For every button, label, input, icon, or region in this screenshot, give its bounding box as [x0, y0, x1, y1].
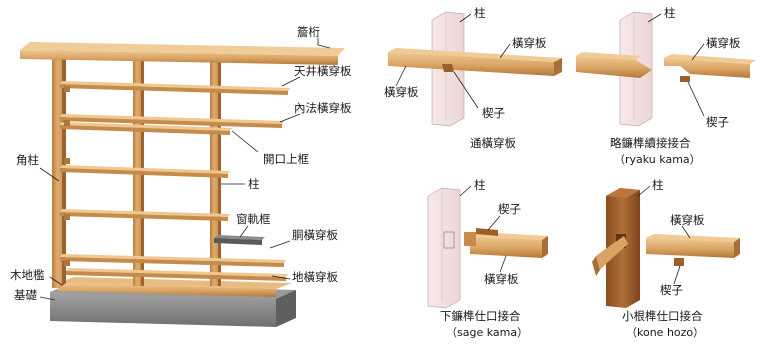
detail-ryaku-kama: 柱 橫穿板 楔子 略鐮榫續接接合 （ryaku kama） [576, 6, 756, 166]
ceiling-nuki [60, 81, 290, 95]
nuki-board-1 [388, 48, 562, 76]
caption-d3-romaji: （sage kama） [446, 326, 528, 339]
caption-d3: 下鐮榫仕口接合 [440, 309, 521, 323]
wedge-4 [674, 258, 684, 266]
caption-d2-romaji: （ryaku kama） [614, 153, 701, 166]
label-foundation: 基礎 [14, 288, 37, 302]
ground-nuki [66, 268, 288, 281]
label-d4-nuki: 橫穿板 [670, 213, 705, 227]
lintel-nuki [60, 114, 284, 128]
middle-nuki-1 [60, 165, 230, 178]
window-rail [214, 235, 265, 245]
label-d1-post: 柱 [474, 6, 486, 20]
label-d2-wedge: 楔子 [706, 115, 729, 129]
label-d3-nuki: 橫穿板 [484, 272, 519, 286]
label-lintel-nuki: 內法橫穿板 [294, 101, 352, 115]
label-waist-nuki: 胴橫穿板 [292, 228, 338, 242]
label-d1-wedge: 楔子 [482, 106, 505, 120]
wedge-1 [442, 64, 454, 72]
wedge-3 [476, 228, 498, 236]
eave-beam [20, 42, 345, 65]
caption-d4-romaji: （kone hozo） [626, 326, 704, 339]
wall-frame: 簷桁 天井橫穿板 內法橫穿板 開口上框 柱 角柱 窗軌框 胴橫穿板 地橫穿板 木… [10, 25, 352, 327]
label-opening-head-frame: 開口上框 [263, 152, 309, 166]
label-post: 柱 [248, 177, 260, 191]
label-ground-nuki: 地橫穿板 [292, 270, 338, 284]
nuki-right-piece [664, 54, 756, 78]
detail-through-nuki: 柱 橫穿板 橫穿板 楔子 通橫穿板 [384, 6, 562, 150]
caption-d4: 小根榫仕口接合 [622, 309, 703, 323]
corner-wedges [64, 86, 70, 266]
waist-nuki [60, 254, 286, 267]
ghost-post-3 [427, 187, 461, 309]
label-d2-post: 柱 [664, 6, 676, 20]
label-eave-beam: 簷桁 [297, 25, 320, 39]
label-d1-nuki: 橫穿板 [512, 36, 547, 50]
label-d3-post: 柱 [474, 178, 486, 192]
opening-head-frame [60, 122, 232, 135]
wedge-2 [680, 76, 690, 82]
label-sill: 木地檻 [10, 268, 45, 282]
middle-nuki-2 [60, 209, 230, 221]
label-d3-wedge: 楔子 [498, 202, 521, 216]
sill-beam [58, 277, 292, 297]
nuki-board-4 [646, 234, 740, 258]
corner-post [52, 43, 66, 288]
label-corner-post: 角柱 [16, 153, 39, 167]
label-window-rail: 窗軌框 [236, 212, 271, 226]
detail-sage-kama: 柱 楔子 橫穿板 下鐮榫仕口接合 （sage kama） [427, 178, 548, 339]
label-ceiling-nuki: 天井橫穿板 [294, 64, 352, 78]
label-d2-nuki: 橫穿板 [706, 36, 741, 50]
caption-d2: 略鐮榫續接接合 [610, 136, 691, 150]
left-labels: 簷桁 天井橫穿板 內法橫穿板 開口上框 柱 角柱 窗軌框 胴橫穿板 地橫穿板 木… [10, 25, 352, 302]
label-d4-post: 柱 [652, 178, 664, 192]
short-nuki-left [592, 236, 628, 276]
detail-kone-hozo: 柱 橫穿板 楔子 小根榫仕口接合 （kone hozo） [592, 178, 740, 339]
nuki-board-3 [464, 232, 548, 258]
caption-d1: 通橫穿板 [470, 136, 516, 150]
label-d1-nuki-left: 橫穿板 [384, 85, 419, 99]
label-d4-wedge: 楔子 [660, 283, 683, 297]
nuki-left-piece [576, 52, 652, 78]
